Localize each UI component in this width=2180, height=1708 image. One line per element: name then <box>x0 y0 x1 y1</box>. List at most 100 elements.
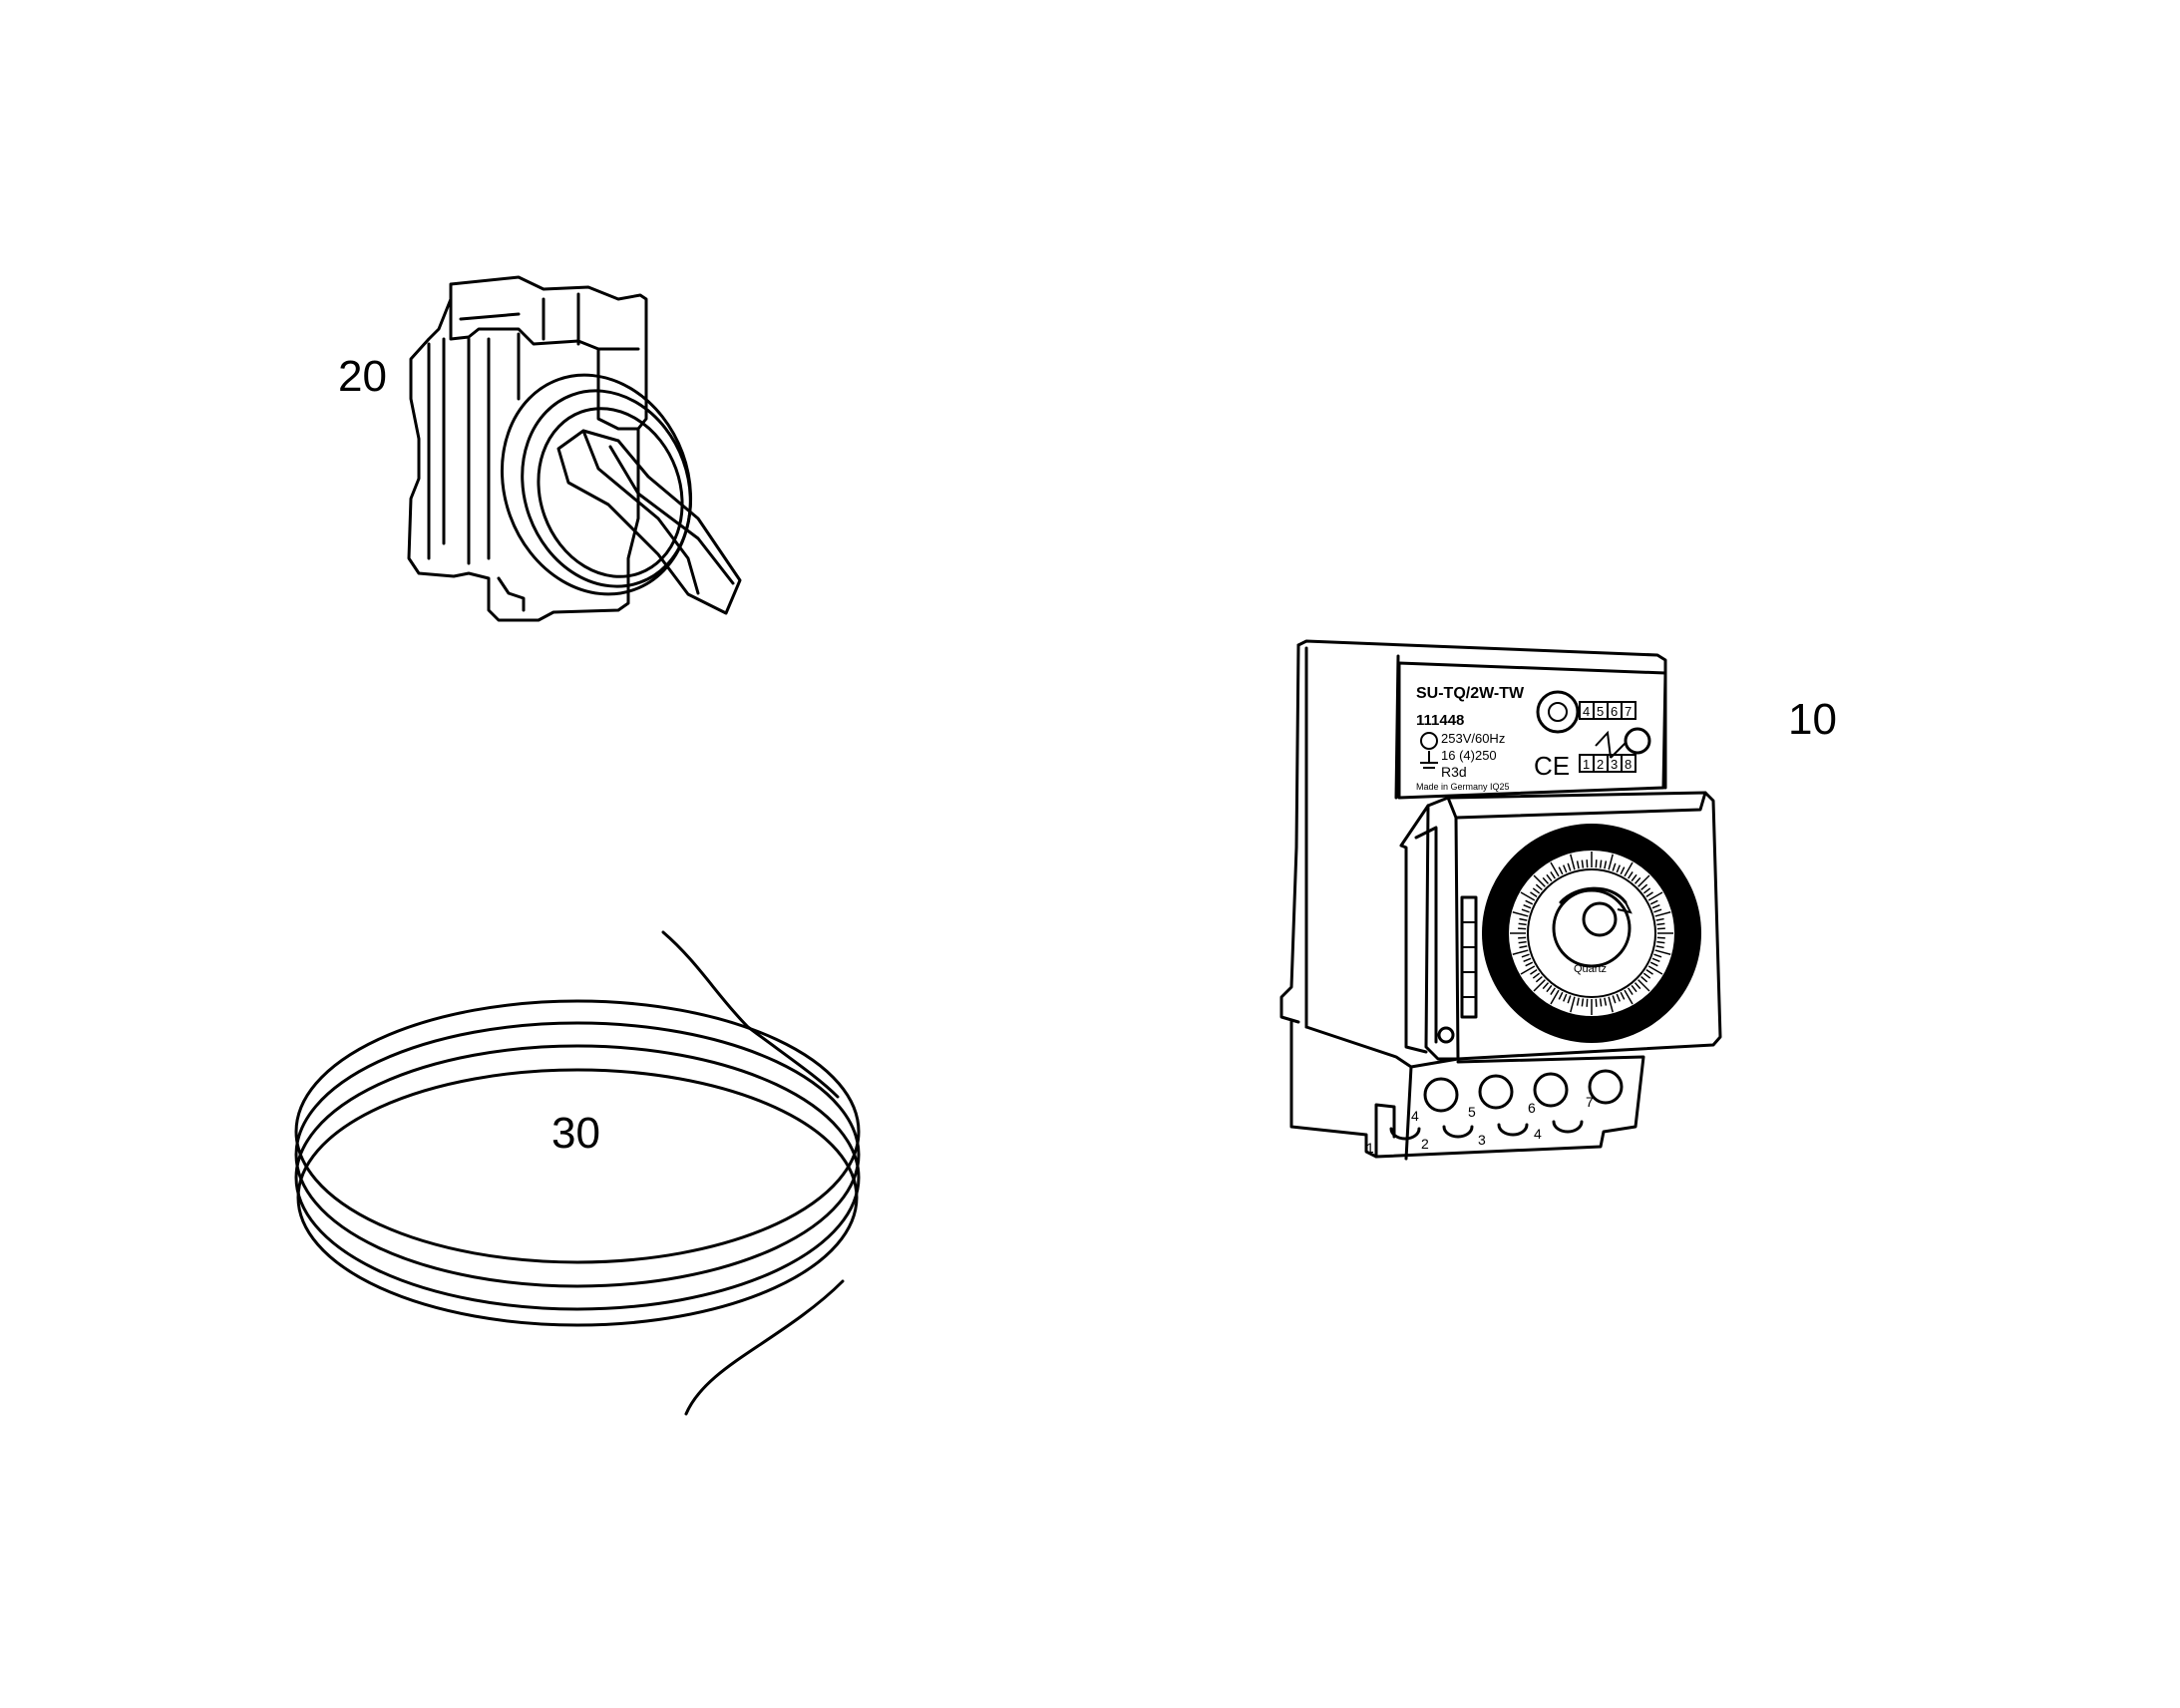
dial-tick <box>1570 996 1576 1013</box>
dial-tick <box>1624 989 1634 1005</box>
dial-tick <box>1530 891 1538 897</box>
dial-tick <box>1567 995 1572 1004</box>
ce-mark: CE <box>1534 751 1570 781</box>
dial-tick <box>1518 940 1527 944</box>
dial-tick <box>1631 984 1637 993</box>
dial-tick <box>1581 998 1585 1007</box>
dial-tick <box>1532 887 1541 894</box>
dial-tick <box>1518 927 1527 930</box>
dial-tick <box>1558 866 1564 875</box>
dial-tick <box>1642 972 1651 979</box>
dial-tick <box>1656 927 1665 930</box>
dial-tick <box>1655 945 1664 949</box>
dial-tick <box>1604 860 1608 869</box>
terminal-label-lower: 1 <box>1366 1140 1374 1156</box>
dial-tick <box>1631 873 1637 882</box>
terminal-screws-lower <box>1389 1120 1584 1141</box>
dial-tick <box>1520 891 1536 901</box>
dial-tick <box>1520 965 1536 975</box>
dial-tick <box>1523 957 1532 963</box>
dial-tick <box>1649 961 1658 967</box>
dial-tick <box>1558 991 1564 1000</box>
dial-tick <box>1518 922 1527 926</box>
top-cell-label: 5 <box>1597 704 1604 719</box>
selector-switch-drawing <box>407 275 742 622</box>
adjust-dial-icon <box>1536 690 1580 734</box>
dial-tick <box>1530 969 1538 975</box>
top-cell-label: 6 <box>1611 704 1618 719</box>
callout-30: 30 <box>551 1109 600 1158</box>
dial-tick <box>1599 859 1603 868</box>
timer-rating-2: 16 (4)250 <box>1441 748 1497 763</box>
timer-rating-1: 253V/60Hz <box>1441 731 1505 746</box>
dial-tick <box>1647 891 1663 901</box>
bottom-cell-label: 8 <box>1625 757 1632 772</box>
dial-tick <box>1620 866 1626 875</box>
terminal-label-upper: 6 <box>1528 1100 1536 1116</box>
earth-symbol-icon <box>1420 732 1438 750</box>
dial-tick <box>1533 979 1546 992</box>
dial-tick <box>1653 908 1662 913</box>
dial-tick <box>1628 987 1634 995</box>
dial-tick <box>1535 975 1543 983</box>
dial-tick <box>1620 991 1626 1000</box>
dial-tick <box>1550 989 1560 1005</box>
dial-tick <box>1608 854 1614 870</box>
terminal-label-lower: 4 <box>1534 1126 1542 1142</box>
timer-rating-3: R3d <box>1441 764 1467 780</box>
dial-tick <box>1651 903 1660 909</box>
dial-tick <box>1550 861 1560 877</box>
dial-tick <box>1645 891 1653 897</box>
bottom-cell-label: 2 <box>1597 757 1604 772</box>
dial-tick <box>1542 876 1550 884</box>
dial-tick <box>1647 965 1663 975</box>
callout-20: 20 <box>338 352 387 401</box>
dial-tick <box>1546 873 1553 882</box>
top-cell-label: 7 <box>1625 704 1632 719</box>
dial-tick <box>1542 982 1550 990</box>
dial-tick <box>1645 969 1653 975</box>
dial-tick <box>1546 984 1553 993</box>
dial-tick <box>1599 998 1603 1007</box>
dial-tick <box>1654 911 1671 917</box>
dial-tick <box>1595 859 1598 868</box>
dial-tick <box>1512 949 1529 955</box>
dial-tick <box>1653 953 1662 958</box>
dial-tick <box>1562 864 1568 873</box>
dial-tick <box>1655 917 1664 921</box>
callout-10: 10 <box>1788 695 1837 744</box>
dial-tick <box>1642 887 1651 894</box>
dial-tick <box>1637 979 1650 992</box>
dial-tick <box>1533 874 1546 887</box>
clip-strip <box>1460 895 1478 1019</box>
dial-quartz-text: Quartz <box>1574 963 1607 975</box>
terminal-label-upper: 5 <box>1468 1104 1476 1120</box>
terminal-label-upper: 4 <box>1411 1108 1419 1124</box>
terminal-label-lower: 2 <box>1421 1136 1429 1152</box>
dial-tick <box>1640 975 1648 983</box>
dial-tick <box>1628 871 1634 879</box>
dial-tick <box>1612 862 1617 871</box>
dial-ticks <box>1510 852 1673 1015</box>
dial-tick <box>1518 936 1527 939</box>
dial-tick <box>1550 871 1556 879</box>
dial-center-knob <box>1552 888 1632 968</box>
dial-tick <box>1519 917 1528 921</box>
terminal-label-lower: 3 <box>1478 1132 1486 1148</box>
top-cell-label: 4 <box>1583 704 1590 719</box>
dial-tick <box>1616 864 1622 873</box>
bottom-cell-label: 3 <box>1611 757 1618 772</box>
dial-tick <box>1612 995 1617 1004</box>
dial-tick <box>1656 940 1665 944</box>
dial-tick <box>1521 953 1530 958</box>
dial-tick <box>1576 860 1580 869</box>
dial-tick <box>1525 961 1534 967</box>
dial-tick <box>1550 987 1556 995</box>
dial-tick <box>1595 998 1598 1007</box>
dial-tick <box>1562 993 1568 1002</box>
dial-tick <box>1570 854 1576 870</box>
dial-tick <box>1581 859 1585 868</box>
dial-tick <box>1512 911 1529 917</box>
dial-tick <box>1654 949 1671 955</box>
